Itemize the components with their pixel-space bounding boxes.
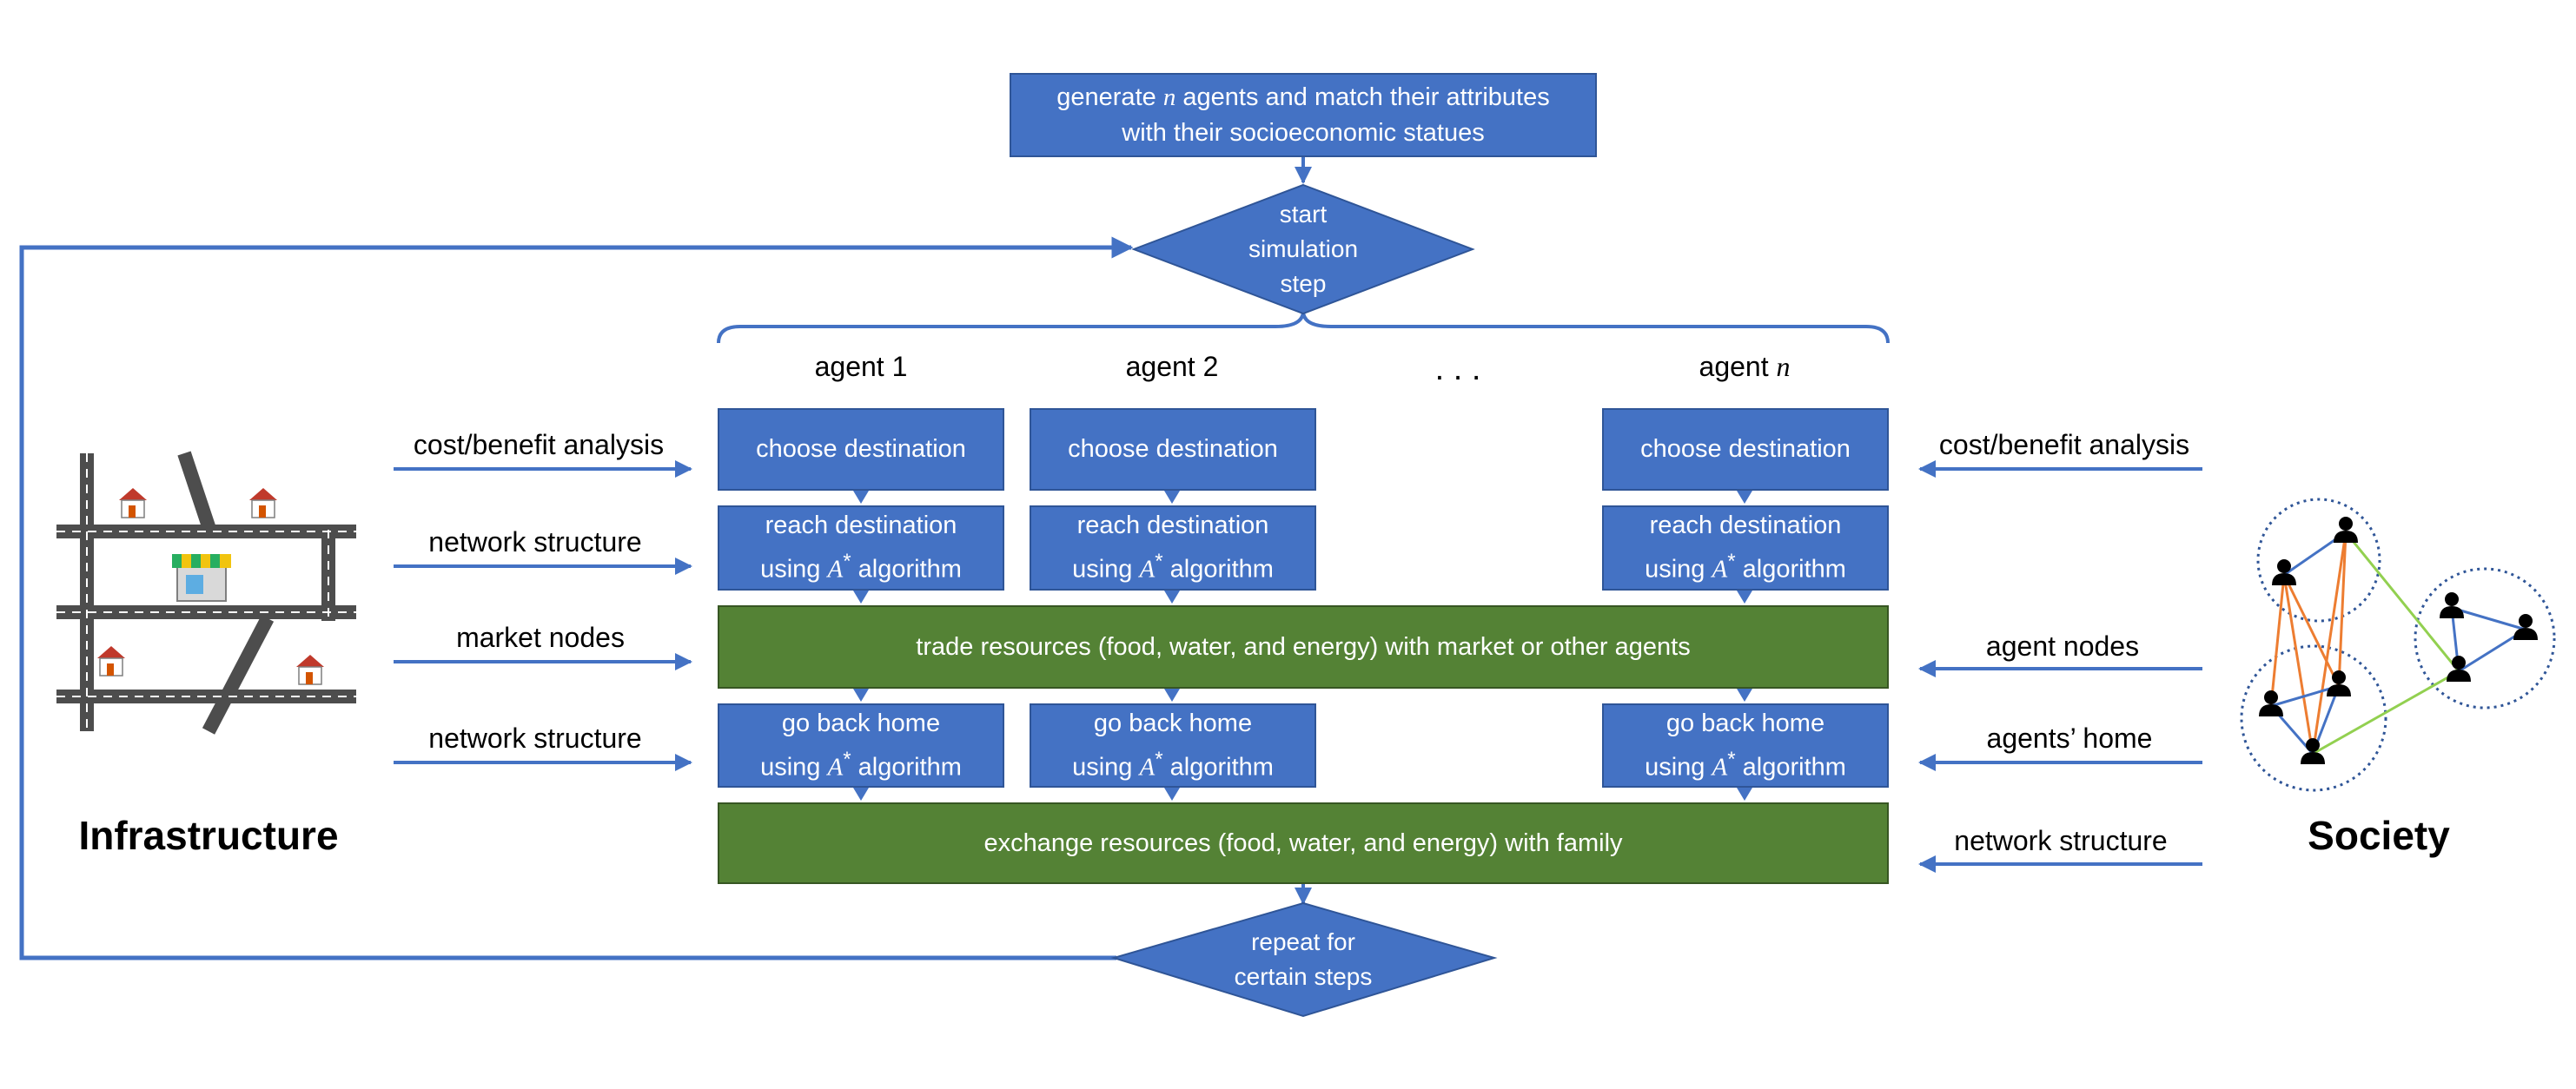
agents-brace	[717, 310, 1890, 344]
road-map-icon	[56, 451, 356, 735]
infrastructure-label: Infrastructure	[78, 813, 339, 858]
right-input-label: network structure	[1954, 825, 2168, 856]
agent-2-header: agent 2	[1125, 351, 1219, 382]
loop-arrow	[19, 236, 1134, 960]
go-back-home-agent-n: go back home using A* algorithm	[1602, 703, 1889, 788]
left-input-label: network structure	[428, 526, 642, 558]
choose-destination-agent-n: choose destination	[1602, 408, 1889, 491]
right-input-label: agent nodes	[1985, 630, 2140, 662]
start-diamond-text: start simulation step	[1248, 201, 1359, 297]
house-icon	[118, 487, 148, 518]
choose-destination-agent-2: choose destination	[1030, 408, 1316, 491]
go-back-home-agent-1: go back home using A* algorithm	[718, 703, 1004, 788]
go-back-home-agent-2: go back home using A* algorithm	[1030, 703, 1316, 788]
agent-n-header: agent n	[1699, 351, 1791, 382]
right-input-label: cost/benefit analysis	[1938, 429, 2190, 460]
left-input-label: market nodes	[456, 622, 625, 653]
right-input-label: agents’ home	[1986, 723, 2153, 754]
start-diamond	[1131, 183, 1475, 315]
person-icon	[2327, 670, 2351, 696]
connector-arrows	[853, 491, 1752, 801]
agent-1-header: agent 1	[814, 351, 908, 382]
choose-destination-agent-1: choose destination	[718, 408, 1004, 491]
reach-destination-agent-n: reach destination using A* algorithm	[1602, 505, 1889, 591]
social-network-icon	[2240, 498, 2556, 792]
person-icon	[2334, 517, 2358, 543]
exchange-resources-bar: exchange resources (food, water, and ene…	[718, 802, 1889, 884]
house-icon	[248, 487, 278, 518]
agent-ellipsis: . . .	[1434, 351, 1481, 387]
left-input-label: network structure	[428, 723, 642, 754]
right-input-arrows	[1918, 460, 2202, 873]
society-label: Society	[2308, 813, 2450, 858]
house-icon	[295, 654, 325, 685]
house-icon	[96, 645, 126, 676]
reach-destination-agent-1: reach destination using A* algorithm	[718, 505, 1004, 591]
person-icon	[2440, 592, 2464, 618]
repeat-diamond-text: repeat for certain steps	[1234, 928, 1373, 990]
left-input-arrows	[394, 460, 692, 771]
repeat-diamond	[1110, 901, 1498, 1018]
reach-destination-agent-2: reach destination using A* algorithm	[1030, 505, 1316, 591]
left-input-label: cost/benefit analysis	[413, 429, 665, 460]
trade-resources-bar: trade resources (food, water, and energy…	[718, 605, 1889, 689]
generate-agents-box: generate n agents and match their attrib…	[1010, 73, 1597, 157]
store-icon	[172, 554, 231, 602]
person-icon	[2272, 559, 2296, 585]
